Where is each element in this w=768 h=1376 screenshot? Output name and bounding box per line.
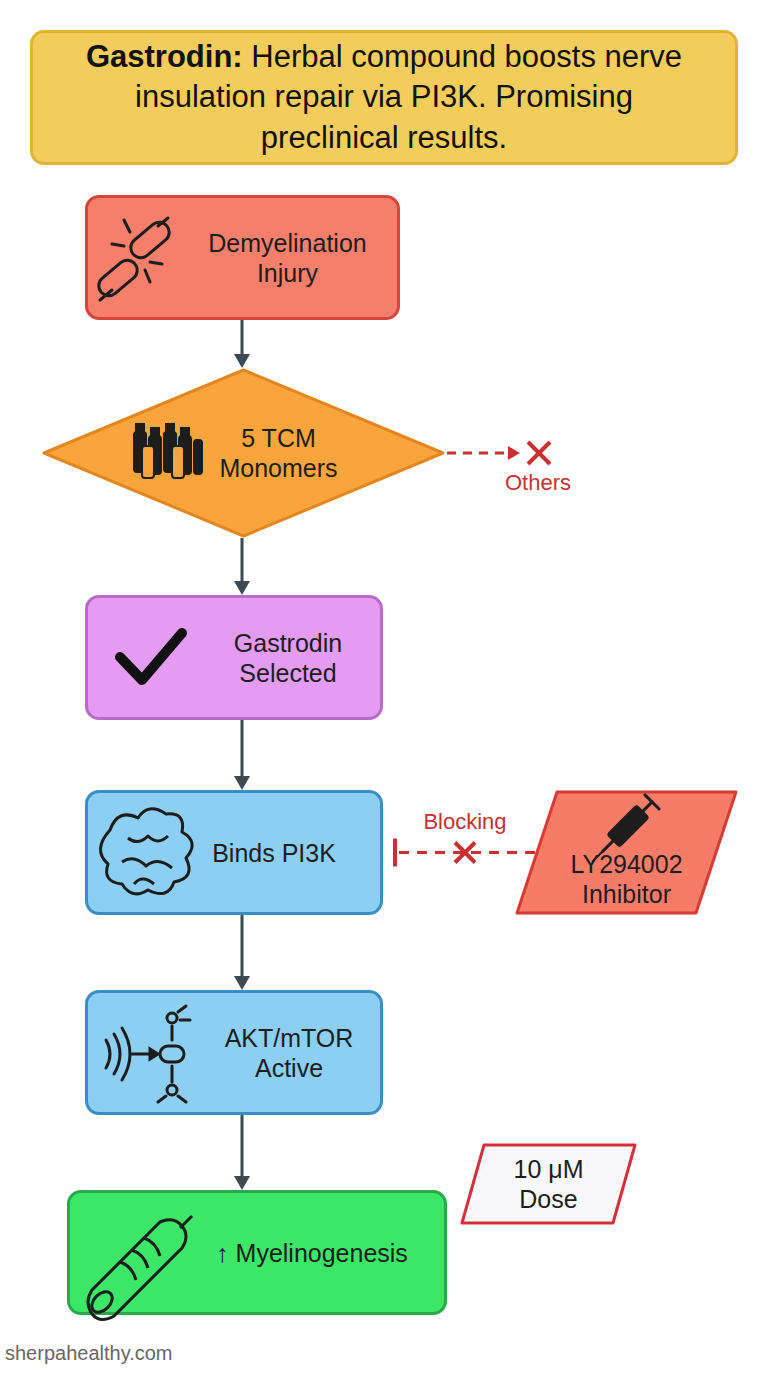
- connector-line: [395, 851, 535, 854]
- node-text-area: ↑ Myelinogenesis: [70, 1193, 444, 1312]
- flow-arrow: [234, 320, 250, 368]
- node-text: 10 μM Dose: [509, 1154, 589, 1214]
- node-text: AKT/mTOR Active: [224, 1023, 354, 1083]
- decision-diamond: 5 TCM Monomers: [42, 368, 445, 538]
- connector-line: [241, 720, 244, 778]
- flow-arrow: [234, 915, 250, 990]
- process-box: Gastrodin Selected: [85, 595, 383, 720]
- rejected-branch: [447, 442, 550, 464]
- flow-arrow: [234, 538, 250, 595]
- connector-line: [241, 320, 244, 356]
- node-text-area: Demyelination Injury: [88, 198, 397, 317]
- blocking-connector: [395, 839, 535, 867]
- shape-polygon: [462, 1145, 635, 1223]
- node-text-area: Binds PI3K: [88, 793, 380, 912]
- title-text: Gastrodin: Herbal compound boosts nerve …: [63, 37, 705, 158]
- node-text: Gastrodin Selected: [223, 628, 353, 688]
- dose-box: 10 μM Dose: [460, 1143, 637, 1225]
- node-text: Binds PI3K: [212, 838, 336, 868]
- inhibit-bar: [393, 839, 397, 867]
- process-box: Binds PI3K: [85, 790, 383, 915]
- process-box: AKT/mTOR Active: [85, 990, 383, 1115]
- arrow-head: [234, 976, 250, 990]
- edge-label: Blocking: [423, 809, 506, 835]
- node-text: ↑ Myelinogenesis: [216, 1238, 408, 1268]
- node-text-area: AKT/mTOR Active: [88, 993, 380, 1112]
- arrow-head: [234, 1176, 250, 1190]
- outcome-box: ↑ Myelinogenesis: [67, 1190, 447, 1315]
- node-text-area: 10 μM Dose: [460, 1143, 637, 1225]
- node-text: 5 TCM Monomers: [214, 423, 344, 483]
- node-text-area: Gastrodin Selected: [88, 598, 380, 717]
- node-text: Demyelination Injury: [198, 228, 378, 288]
- block-cross: [455, 843, 475, 863]
- arrow-head: [234, 354, 250, 368]
- connector-line: [241, 538, 244, 583]
- shape-polygon: [517, 792, 736, 913]
- watermark: sherpahealthy.com: [5, 1342, 173, 1365]
- shape-polygon: [44, 370, 443, 536]
- block-cross: [455, 843, 475, 863]
- inhibitor-box: LY294002 Inhibitor: [515, 790, 738, 915]
- arrow-head: [234, 581, 250, 595]
- branch-label: Others: [505, 470, 571, 496]
- node-text-area: 5 TCM Monomers: [42, 368, 445, 538]
- connector-line: [241, 1115, 244, 1178]
- node-text-area: LY294002 Inhibitor: [515, 790, 738, 915]
- arrow-head: [234, 776, 250, 790]
- title-banner: Gastrodin: Herbal compound boosts nerve …: [30, 30, 738, 165]
- flow-arrow: [234, 720, 250, 790]
- flow-arrow: [234, 1115, 250, 1190]
- shape-outline: [42, 368, 445, 538]
- connector-line: [241, 915, 244, 978]
- injury-box: Demyelination Injury: [85, 195, 400, 320]
- node-text: LY294002 Inhibitor: [557, 849, 697, 909]
